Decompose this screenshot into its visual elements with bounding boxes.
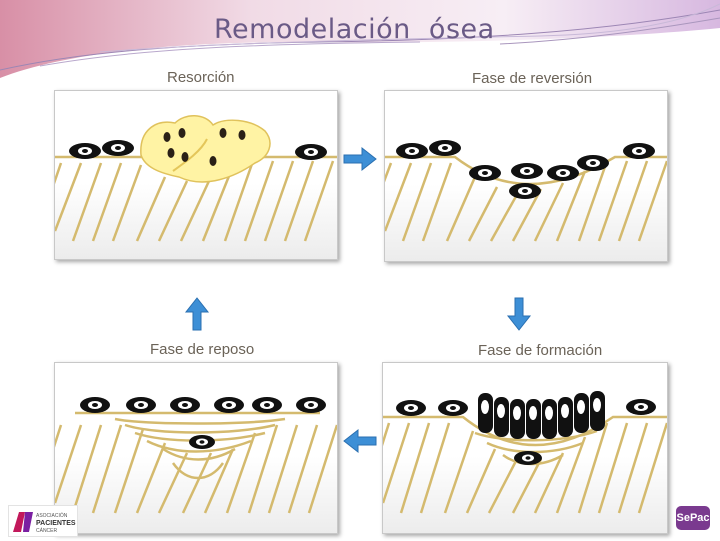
label-rest: Fase de reposo: [150, 341, 255, 358]
arrow-up-icon: [184, 297, 210, 331]
header-banner: [0, 0, 720, 78]
logo-line-2: PACIENTES: [36, 520, 76, 527]
label-reversal: Fase de reversión: [472, 70, 593, 87]
arrow-down-icon: [506, 297, 532, 331]
page-title: Remodelación ósea: [214, 14, 495, 45]
label-resorption: Resorción: [167, 69, 235, 86]
panel-formation: [382, 362, 668, 534]
formation-illustration: [383, 391, 667, 514]
sepac-logo: SePac: [676, 506, 710, 530]
rest-illustration: [55, 397, 337, 514]
label-formation: Fase de formación: [478, 342, 603, 359]
logo-line-1: ASOCIACIÓN: [36, 512, 68, 519]
panel-reversal: [384, 90, 668, 262]
logo-line-3: CÁNCER: [36, 527, 58, 534]
reversal-illustration: [385, 140, 667, 242]
panel-rest: [54, 362, 338, 534]
panel-resorption: [54, 90, 338, 260]
association-logo: ASOCIACIÓN PACIENTES CÁNCER: [8, 505, 78, 537]
association-logo-mark: ASOCIACIÓN PACIENTES CÁNCER: [13, 512, 76, 534]
arrow-right-icon: [343, 146, 377, 172]
arrow-left-icon: [343, 428, 377, 454]
resorption-illustration: [55, 115, 337, 242]
